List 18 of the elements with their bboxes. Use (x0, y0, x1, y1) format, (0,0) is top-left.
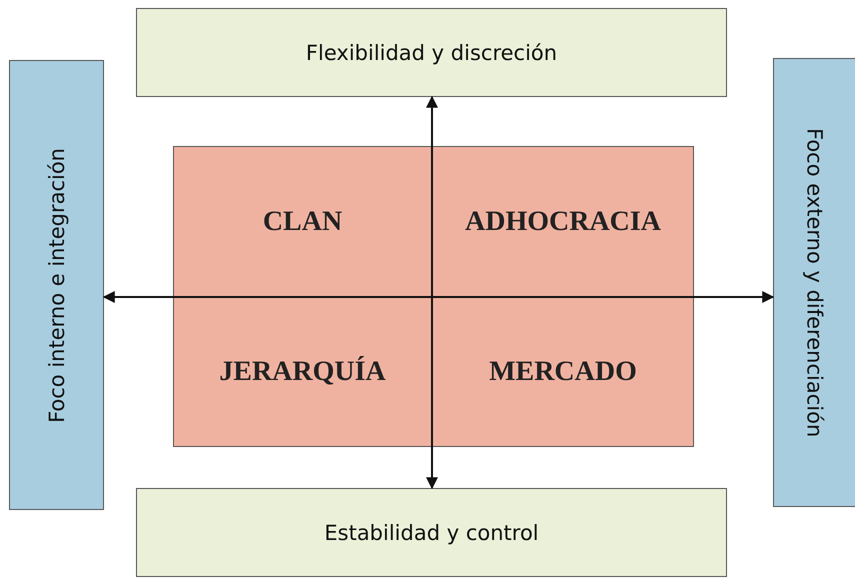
category-box (773, 58, 855, 507)
category-box (136, 8, 727, 97)
axis-arrow (102, 291, 774, 303)
axis-pole-label: Foco externo y diferenciación (802, 128, 826, 438)
quadrant-cell (433, 298, 694, 447)
axis-arrow (426, 96, 438, 490)
quadrant-cell (173, 146, 431, 296)
quadrant-cell (173, 298, 431, 447)
quadrant-label: CLAN (262, 206, 342, 238)
quadrant-label: JERARQUÍA (219, 356, 386, 388)
quadrant-label: MERCADO (489, 356, 637, 388)
axis-pole-label: Foco interno e integración (44, 148, 68, 422)
category-box (136, 488, 727, 577)
quadrant-label: ADHOCRACIA (465, 206, 661, 238)
category-box (9, 60, 104, 510)
quadrant-cell (433, 146, 694, 296)
axis-pole-label: Flexibilidad y discreción (306, 40, 558, 64)
axis-pole-label: Estabilidad y control (324, 520, 539, 544)
